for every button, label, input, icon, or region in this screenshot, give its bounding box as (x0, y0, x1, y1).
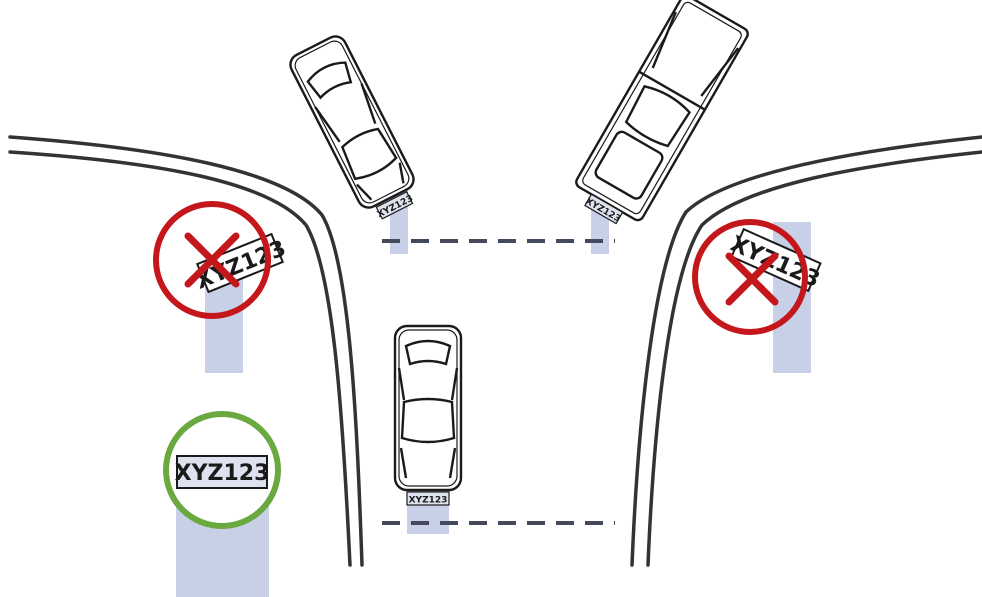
truck-body-icon (575, 0, 749, 222)
cross-mark-icon (184, 232, 240, 288)
example-incorrect-left: XYZ123 (153, 201, 290, 319)
stop-lines (382, 239, 615, 525)
license-plate (406, 491, 450, 506)
left-road-edge-inner (8, 150, 352, 567)
car-center: XYZ123 (393, 324, 463, 506)
road-edges (8, 135, 982, 567)
license-plate-text: XYZ123 (175, 461, 270, 486)
license-plate (195, 232, 285, 294)
cross-mark-icon (725, 252, 779, 306)
beam-example-left (205, 278, 243, 373)
car-top-right: XYZ123 (575, 0, 749, 225)
car-top-left: XYZ123 (289, 35, 415, 220)
right-road-edge-outer (630, 135, 982, 567)
left-road-edge-outer (8, 135, 364, 567)
right-road-edge-inner (646, 150, 982, 567)
license-plate (375, 190, 414, 220)
license-plate (176, 455, 268, 489)
example-correct: XYZ123 (163, 411, 281, 529)
prohibition-circle (153, 201, 271, 319)
license-plate-text: XYZ123 (409, 496, 448, 506)
car-body-icon (393, 324, 463, 492)
car-body-icon (289, 35, 415, 209)
license-plate (584, 193, 624, 225)
prohibition-circle (692, 219, 808, 335)
license-plate (730, 227, 822, 293)
